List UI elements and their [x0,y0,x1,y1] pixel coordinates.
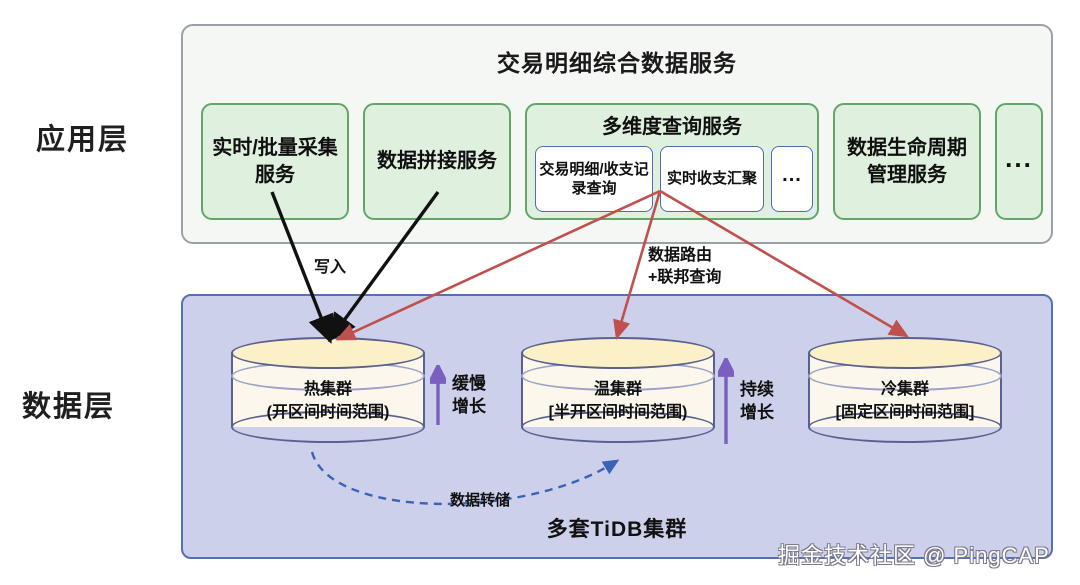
subservice-realtime-aggregation[interactable]: 实时收支汇聚 [660,146,764,212]
watermark: 掘金技术社区 @ PingCAP [778,543,1050,568]
service-card-collect-label: 实时/批量采集服务 [212,137,338,186]
cluster-cylinder-cold[interactable]: 冷集群 [固定区间时间范围] [808,337,1002,443]
growth-annotation-continuous: 持续 增长 [718,358,774,446]
cylinder-top-ellipse [231,337,425,369]
subservice-realtime-aggregation-label: 实时收支汇聚 [666,170,757,188]
cluster-cylinder-warm-text: 温集群 [半开区间时间范围) [521,378,715,424]
subservice-detail-query-label: 交易明细/收支记录查询 [539,160,649,197]
cylinder-top-ellipse [521,337,715,369]
growth-annotation-slow: 缓慢 增长 [430,365,486,427]
data-layer-caption: 多套TiDB集群 [546,518,688,541]
application-service-row: 实时/批量采集服务 数据拼接服务 多维度查询服务 交易明细/收支记录查询 实时收… [183,78,1051,238]
subservice-more[interactable]: ... [771,146,813,212]
layer-label-data: 数据层 [22,391,116,423]
cluster-hot-title: 热集群 [303,381,352,398]
service-card-lifecycle-label: 数据生命周期管理服务 [847,137,967,186]
cluster-cold-range: [固定区间时间范围] [835,404,975,422]
subservice-detail-query[interactable]: 交易明细/收支记录查询 [535,146,653,212]
cluster-warm-title: 温集群 [593,381,642,398]
service-card-query[interactable]: 多维度查询服务 交易明细/收支记录查询 实时收支汇聚 ... [525,103,819,220]
query-subservice-list: 交易明细/收支记录查询 实时收支汇聚 ... [535,146,813,212]
cylinder-bottom-ellipse [521,411,715,443]
cluster-cold-title: 冷集群 [880,381,929,398]
service-card-join-label: 数据拼接服务 [377,150,497,173]
application-layer-title: 交易明细综合数据服务 [497,50,737,76]
cluster-cylinder-warm[interactable]: 温集群 [半开区间时间范围) [521,337,715,443]
edge-label-write: 写入 [314,259,347,276]
cylinder-bottom-ellipse [808,411,1002,443]
cluster-cylinder-hot[interactable]: 热集群 (开区间时间范围) [231,337,425,443]
service-card-more[interactable]: ... [995,103,1043,220]
cylinder-bottom-ellipse [231,411,425,443]
growth-annotation-slow-label: 缓慢 增长 [452,374,486,416]
cluster-warm-range: [半开区间时间范围) [548,404,688,422]
cylinder-top-ellipse [808,337,1002,369]
service-card-join[interactable]: 数据拼接服务 [363,103,511,220]
growth-annotation-continuous-label: 持续 增长 [740,380,774,422]
edge-label-route: 数据路由 +联邦查询 [648,247,722,287]
cluster-hot-range: (开区间时间范围) [266,404,390,422]
service-card-query-label: 多维度查询服务 [602,116,742,138]
service-card-more-label: ... [1005,143,1033,174]
subservice-more-label: ... [782,164,802,187]
growth-up-arrow-icon [718,358,734,444]
cluster-cylinder-hot-text: 热集群 (开区间时间范围) [231,378,425,424]
service-card-collect[interactable]: 实时/批量采集服务 [201,103,349,220]
application-layer-panel: 交易明细综合数据服务 实时/批量采集服务 数据拼接服务 多维度查询服务 交易明细… [181,24,1053,244]
cluster-cylinder-cold-text: 冷集群 [固定区间时间范围] [808,378,1002,424]
growth-up-arrow-icon [430,365,446,425]
edge-label-data-dump: 数据转储 [450,492,511,509]
service-card-lifecycle[interactable]: 数据生命周期管理服务 [833,103,981,220]
layer-label-application: 应用层 [36,124,130,156]
